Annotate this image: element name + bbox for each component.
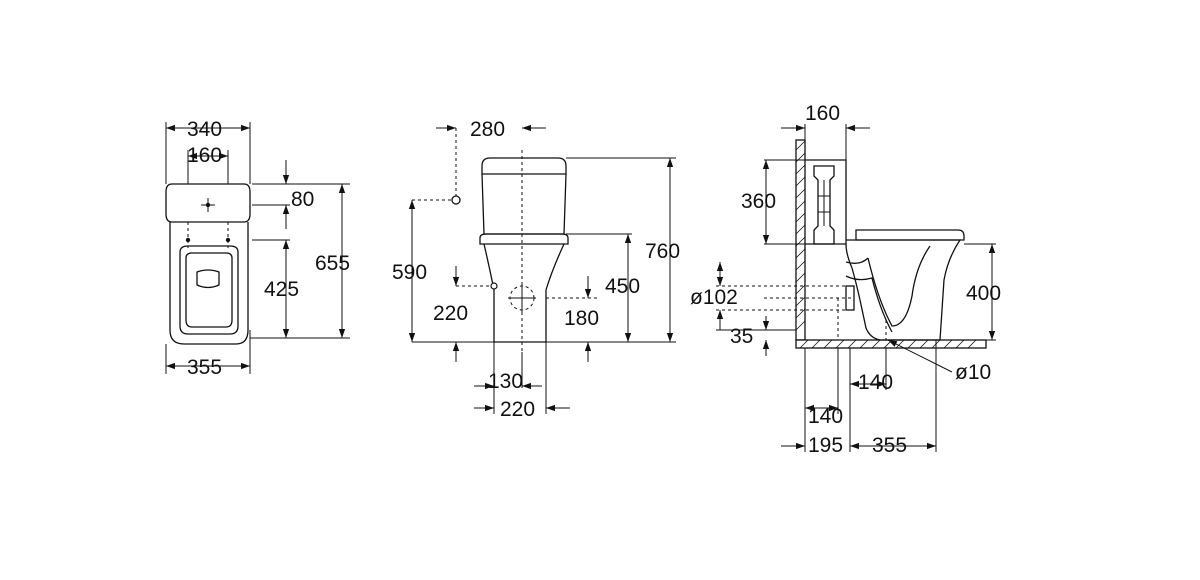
dim-total-height: 760 (645, 240, 680, 263)
dim-bowl-width: 355 (187, 356, 222, 379)
dim-bowl-height: 400 (966, 282, 1001, 305)
flush-mechanism (813, 165, 835, 245)
dim-rim-height: 450 (605, 275, 640, 298)
dim-outlet-wall-distance: 140 (808, 405, 843, 428)
dim-tank-depth: 160 (805, 102, 840, 125)
dim-outlet-center-height: 180 (564, 307, 599, 330)
dim-tank-height: 360 (741, 190, 776, 213)
side-view: 160 360 ø102 35 400 ø10 140 140 195 355 (690, 102, 1001, 457)
inlet-icon (451, 195, 461, 205)
dim-outlet-to-front: 355 (872, 434, 907, 457)
top-view: 340 160 80 425 655 355 (165, 118, 350, 379)
bowl-outline (169, 222, 249, 345)
outlet-center-icon (508, 284, 536, 312)
dim-overall-width: 340 (187, 118, 222, 141)
trap-outer (867, 245, 931, 327)
flush-button-icon (201, 198, 215, 212)
dim-inlet-height: 590 (392, 261, 427, 284)
pedestal (483, 243, 565, 343)
dim-seat-length: 425 (264, 278, 299, 301)
dim-inlet-offset: 280 (470, 118, 505, 141)
bowl-hole (196, 269, 220, 289)
outlet-spigot (845, 285, 855, 311)
dim-fix-hole-spacing: 140 (858, 371, 893, 394)
dim-overall-length: 655 (315, 252, 350, 275)
trap-inner (845, 257, 893, 333)
side-bowl (845, 239, 962, 341)
dim-hole-spacing: 160 (187, 144, 222, 167)
leader-10 (887, 339, 953, 373)
dim-wall-to-outlet: 195 (808, 434, 843, 457)
dim-fix-hole-diameter: ø10 (955, 361, 991, 384)
cistern-lid (481, 157, 567, 175)
dim-outlet-diameter: ø102 (690, 286, 738, 309)
cistern-side (805, 159, 847, 245)
dim-foot-width: 220 (500, 398, 535, 421)
side-seat (855, 229, 965, 241)
dim-outlet-floor-gap: 35 (730, 325, 753, 348)
dim-foot-half-width: 130 (488, 370, 523, 393)
dim-side-fix-height: 220 (433, 302, 468, 325)
dim-hole-offset: 80 (291, 188, 314, 211)
seat-outline (179, 245, 239, 335)
seat-inner-outline (185, 252, 233, 328)
cistern-body (481, 173, 567, 235)
tank-outline (165, 183, 251, 223)
front-seat (479, 233, 569, 245)
side-fixing-icon (490, 282, 498, 290)
front-view: 280 590 220 450 760 180 130 220 (392, 118, 680, 421)
